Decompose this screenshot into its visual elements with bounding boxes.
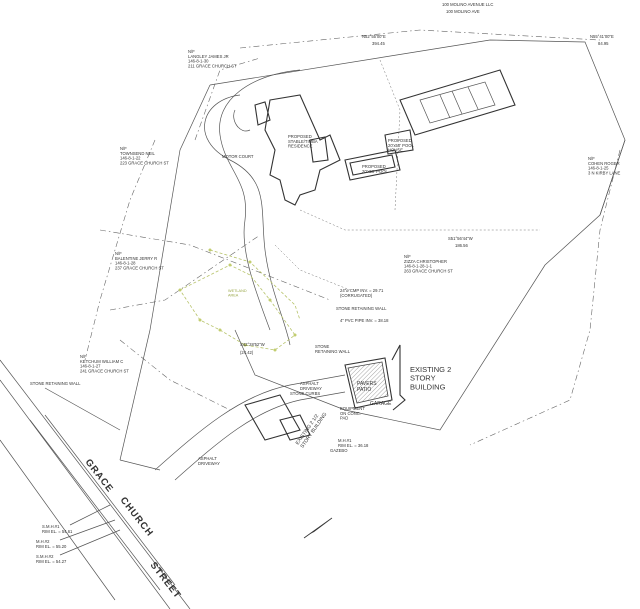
- bearings: N52°55'00"E 394.45 N55°41'00"E 84.95 S51…: [240, 34, 614, 355]
- street-label-grace: GRACE: [83, 457, 116, 495]
- north-arrow: [303, 517, 333, 539]
- left-labels: STONE RETAINING WALL: [30, 381, 121, 431]
- top-owner-address: 100 MOLINO AVE: [446, 9, 480, 14]
- gazebo-label: GAZEBO: [330, 448, 348, 453]
- stone-curbs-label: STONE CURBS: [290, 391, 320, 396]
- pvc-inv-label: 4" PVC PIPE INV. = 38.18: [340, 318, 389, 323]
- left-boundary-lines: [119, 149, 181, 471]
- driveway: MOTOR COURT: [204, 69, 301, 346]
- distance-2: 84.95: [598, 41, 609, 46]
- property-boundary: [179, 39, 626, 431]
- setback-lines: [84, 29, 621, 446]
- pipe-notes: 24"ø CMP INV. = 29.71(CORRUGATED) 4" PVC…: [336, 288, 389, 323]
- cmp-inv-label: 24"ø CMP INV. = 29.71(CORRUGATED): [340, 288, 384, 298]
- garage-label: GARAGE: [370, 401, 392, 407]
- bearing-3: S51°56'44"W: [448, 236, 473, 241]
- tennis-court: [399, 69, 516, 136]
- motor-court-label: MOTOR COURT: [222, 154, 254, 159]
- bearing-2: N55°41'00"E: [590, 34, 614, 39]
- existing-2-5-story-building: EXISTING 2 1/2STORY BUILDING: [244, 394, 328, 449]
- top-owner-name: 100 MOLINO AVENUE LLC: [442, 2, 493, 7]
- distance-5: (24.42): [240, 350, 254, 355]
- top-owner-label: 100 MOLINO AVENUE LLC 100 MOLINO AVE: [442, 2, 493, 14]
- bearing-1: N52°55'00"E: [362, 34, 386, 39]
- distance-3: 186.56: [455, 243, 468, 248]
- stone-retaining-wall-label-2: STONE RETAINING WALL: [336, 306, 387, 311]
- distance-1: 394.45: [372, 41, 385, 46]
- bearing-5: S42°28'52"W: [240, 342, 265, 347]
- grace-church-street: GRACE CHURCH STREET: [0, 359, 191, 609]
- stone-retaining-wall-label: STONE RETAINING WALL: [30, 381, 81, 386]
